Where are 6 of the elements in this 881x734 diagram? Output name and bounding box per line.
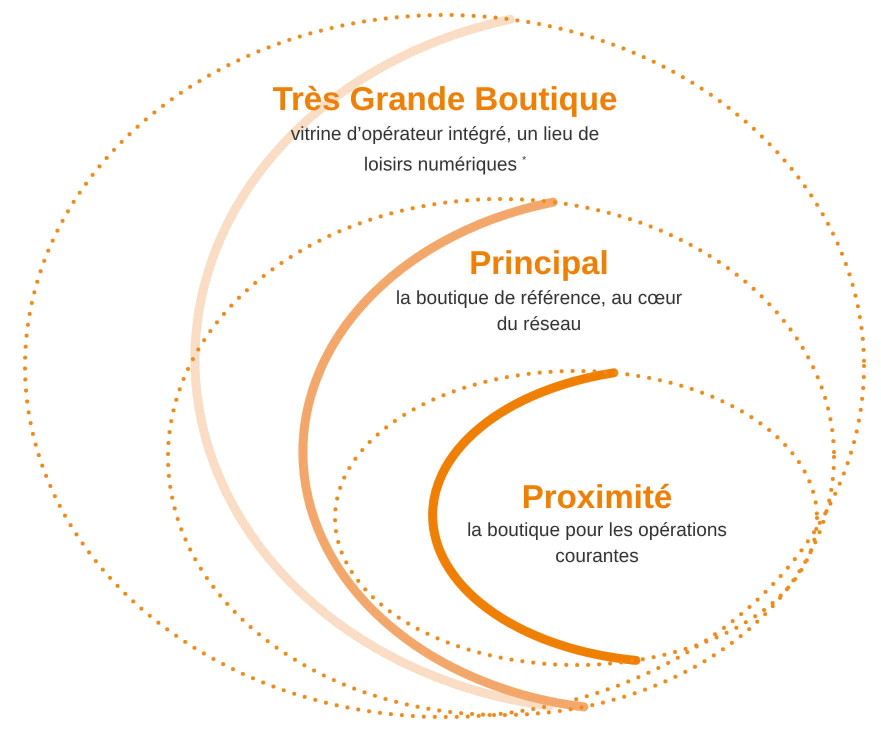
tier-heading: Principal <box>468 244 610 282</box>
tier-description: la boutique pour les opérations courantes <box>466 519 728 569</box>
tier-heading: Proximité <box>520 478 674 516</box>
tier-description: la boutique de référence, au cœur du réseau <box>394 287 684 337</box>
tier-heading: Très Grande Boutique <box>272 80 618 118</box>
tier-description: vitrine d’opérateur intégré, un lieu de loisirs numériques $^{*}$ <box>290 123 600 178</box>
